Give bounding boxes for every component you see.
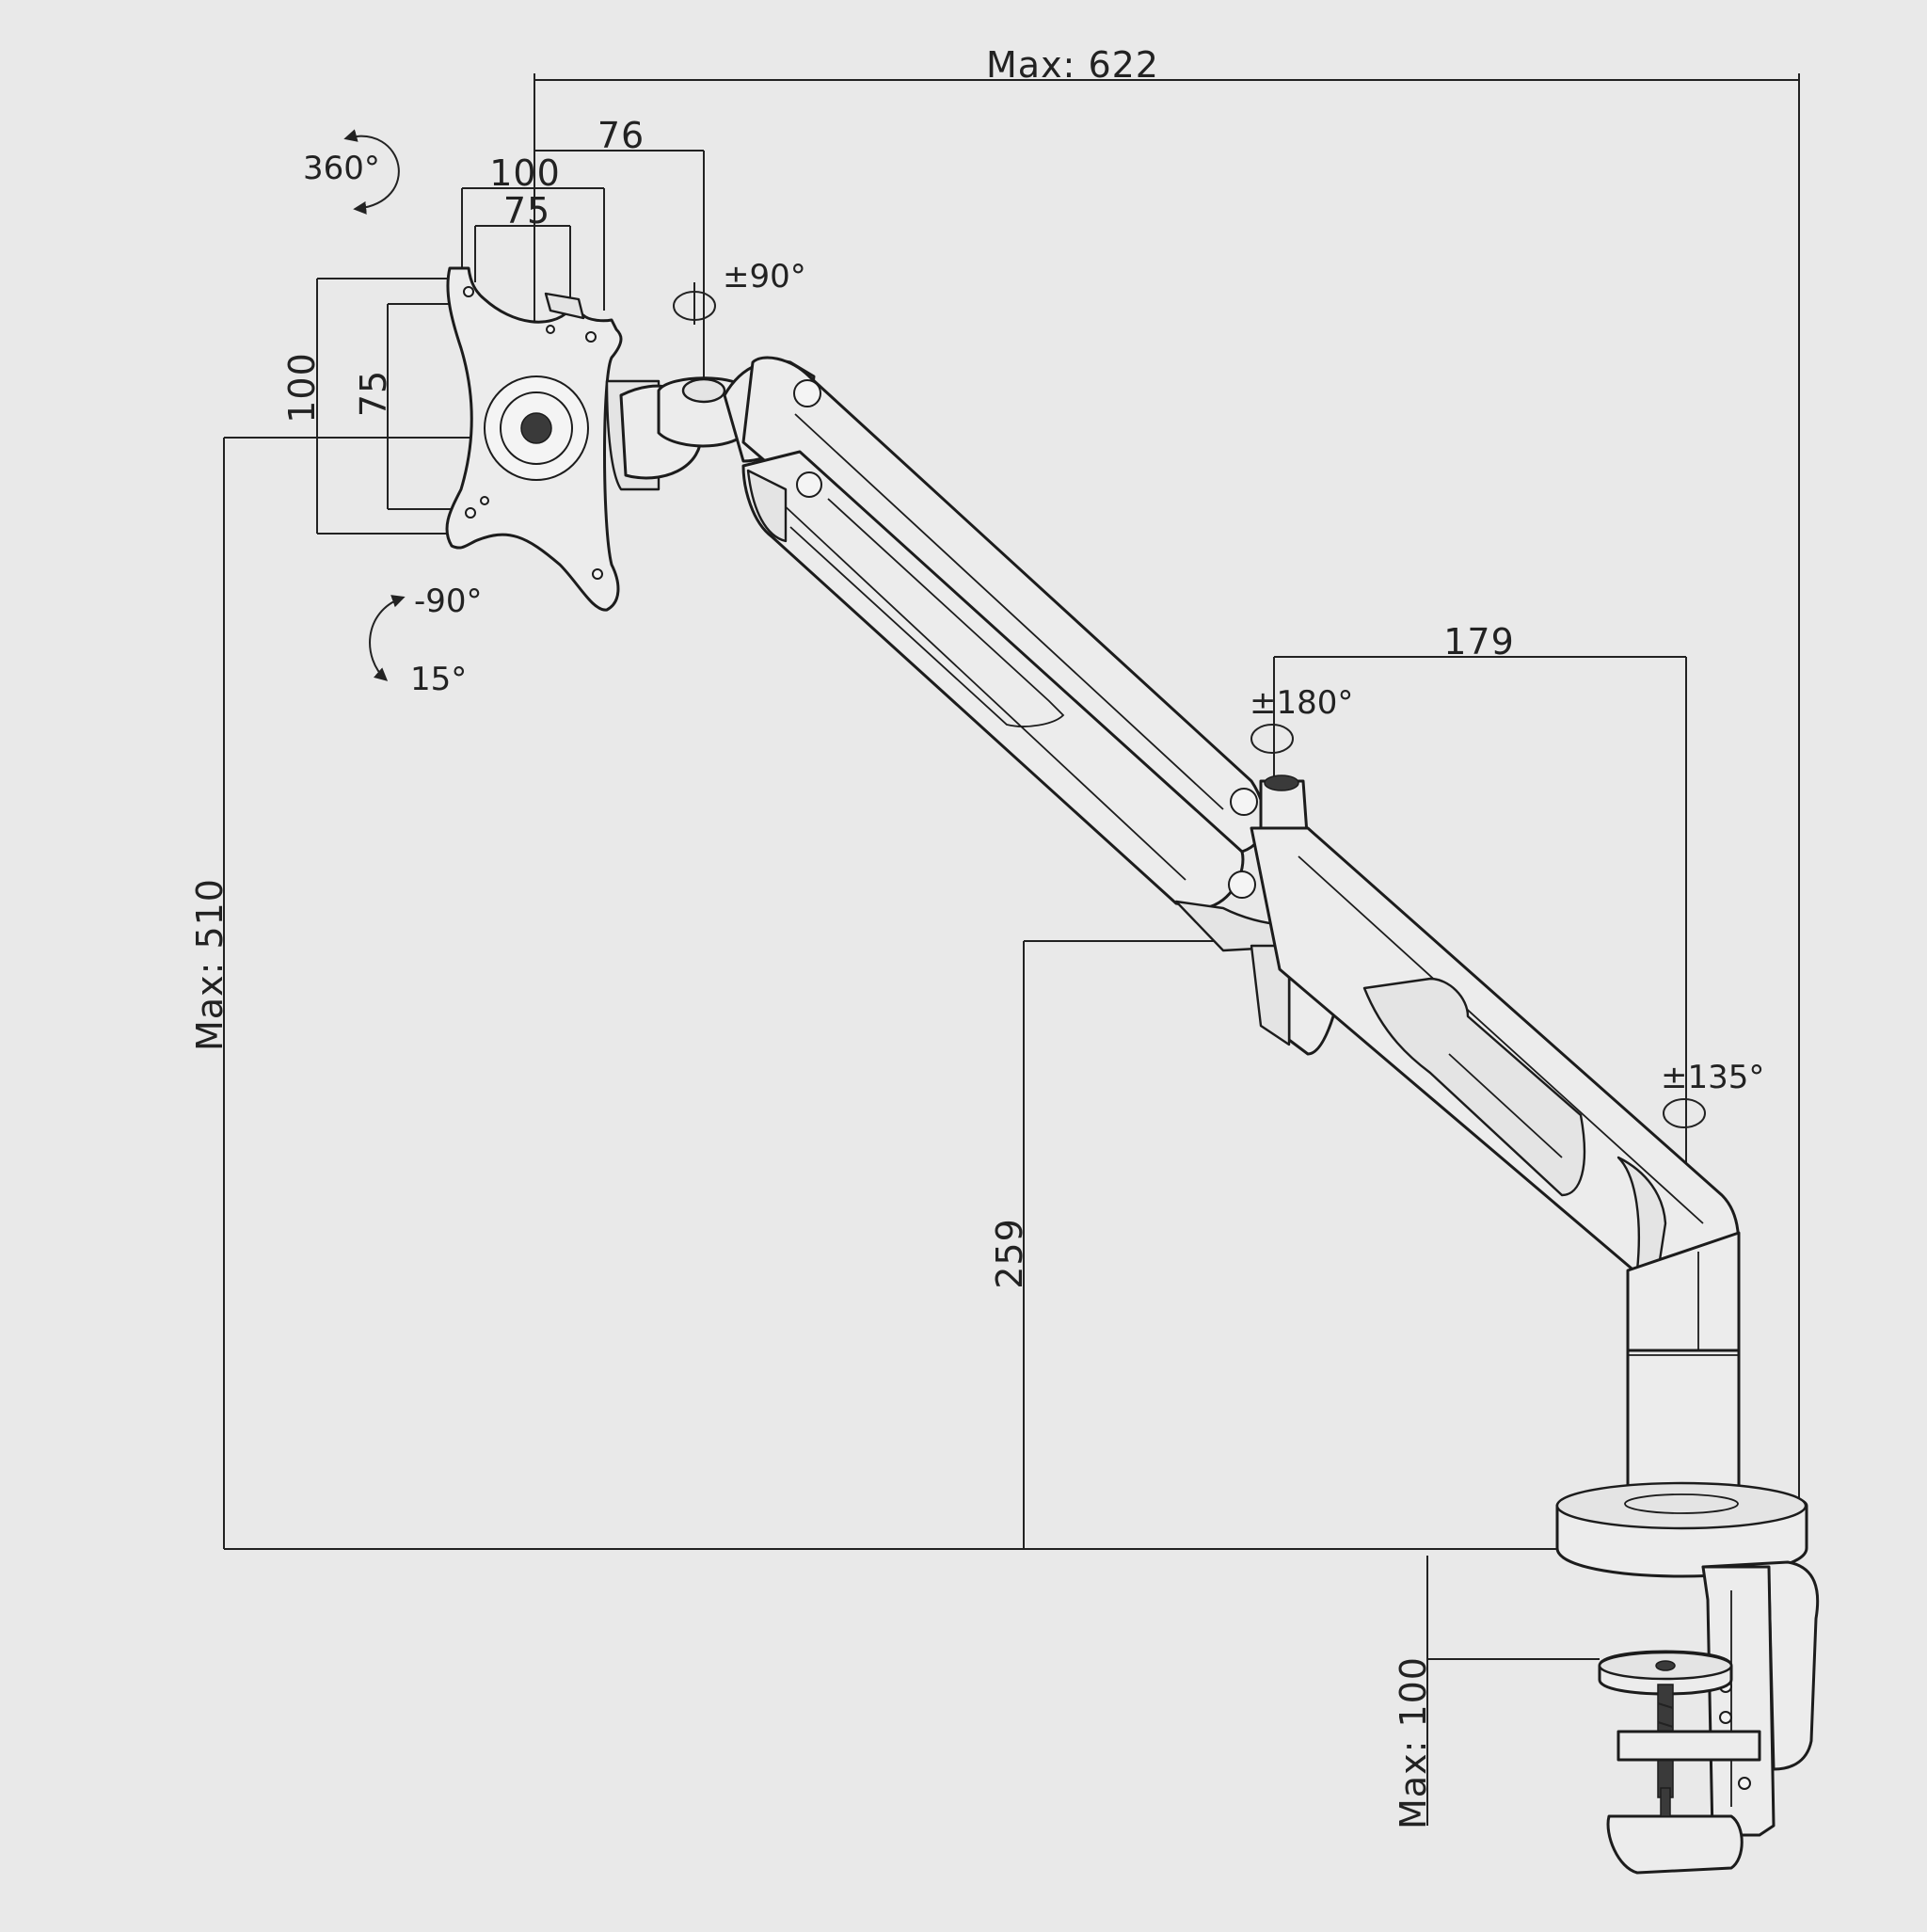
vesa-height-large-label: 100 — [281, 352, 323, 423]
vesa-height-small-label: 75 — [353, 370, 394, 417]
elbow-offset-label: 179 — [1443, 621, 1515, 663]
tilt-arrow-icon — [369, 595, 406, 681]
desk-clamp — [1598, 1560, 1820, 1875]
vesa-width-large-label: 100 — [489, 152, 561, 194]
vesa-width-small-label: 75 — [503, 190, 550, 232]
angle-indicators: 360° ±90° -90° 15° ±180° ±135° — [303, 129, 1764, 1128]
elbow-swivel-label: ±180° — [1250, 684, 1353, 722]
elbow-swivel-arrow-icon — [1250, 724, 1294, 754]
tilt-down-label: 15° — [410, 661, 467, 698]
base-disc — [1555, 1481, 1808, 1578]
lower-arm — [1250, 826, 1741, 1301]
rotation-angle-label: 360° — [303, 150, 380, 187]
tilt-up-label: -90° — [414, 583, 483, 620]
base-swivel-arrow-icon — [1663, 1098, 1706, 1128]
vesa-plate — [445, 266, 703, 612]
base-pole — [1626, 1231, 1741, 1493]
max-width-label: Max: 622 — [986, 44, 1159, 86]
clamp-max-label: Max: 100 — [1393, 1656, 1434, 1829]
elbow-height-label: 259 — [989, 1218, 1030, 1289]
dimension-labels: Max: 622 76 100 75 100 75 Max: 510 179 2… — [189, 44, 1515, 1829]
rotation-arrow-icon — [343, 129, 400, 215]
max-height-label: Max: 510 — [189, 878, 231, 1051]
upper-arm — [657, 356, 1266, 910]
arm-offset-label: 76 — [597, 115, 645, 156]
base-swivel-label: ±135° — [1661, 1059, 1764, 1096]
head-swivel-label: ±90° — [723, 258, 806, 295]
